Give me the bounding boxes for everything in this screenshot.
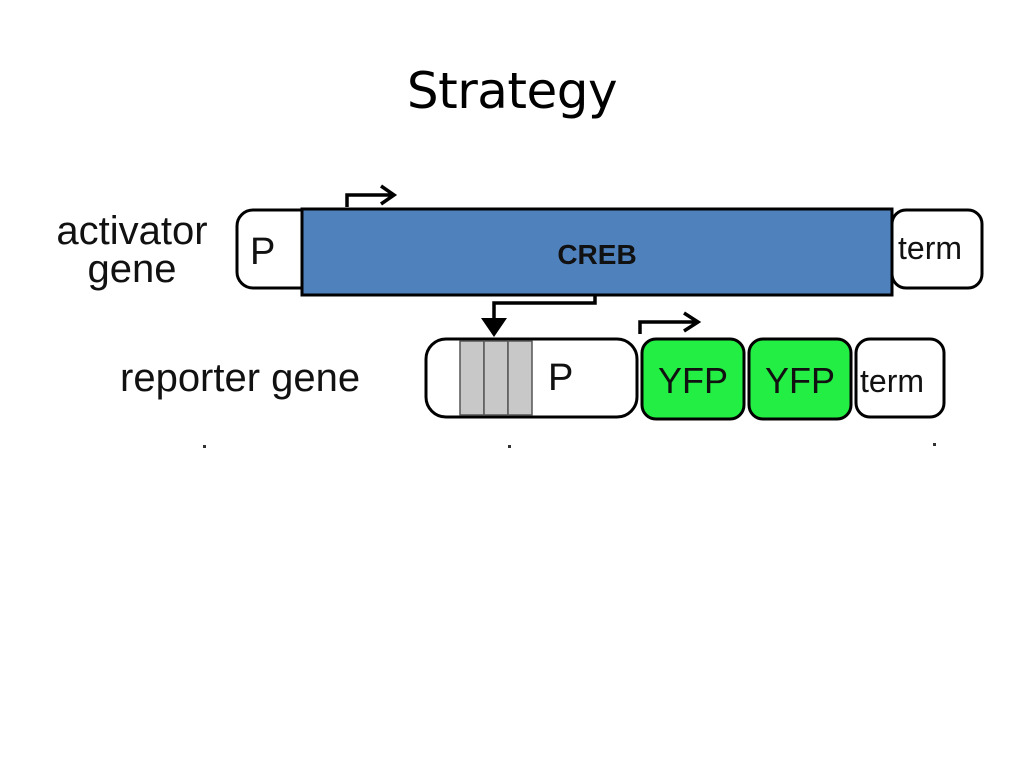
activator-label-line2: gene (87, 247, 177, 291)
activator-label-line1: activator (56, 209, 208, 253)
binding-site (483, 340, 509, 416)
yfp-gene-label: YFP (765, 360, 835, 401)
activator-transcription-arrow-icon (345, 184, 398, 207)
binding-sites (459, 340, 533, 416)
yfp-genes: YFP YFP (640, 337, 853, 421)
activator-gene-label: activator gene (42, 209, 222, 291)
reporter-gene-label: reporter gene (120, 356, 361, 400)
speck (203, 445, 206, 448)
binding-site (459, 340, 485, 416)
reporter-gene: P YFP YFP term (424, 311, 946, 421)
activation-arrow-line (492, 295, 597, 322)
binding-site (507, 340, 533, 416)
reporter-promoter-label: P (548, 357, 573, 399)
creb-label: CREB (557, 239, 636, 270)
yfp-gene-box (747, 337, 853, 421)
activator-terminator-box (890, 208, 984, 290)
speck (508, 445, 511, 448)
reporter-terminator-label: term (860, 363, 924, 399)
reporter-terminator-box (854, 337, 946, 419)
activator-promoter-label: P (250, 231, 275, 273)
yfp-gene-box (640, 337, 746, 421)
reporter-transcription-arrow-icon (638, 311, 702, 334)
slide-title: Strategy (406, 62, 618, 120)
speck (933, 443, 936, 446)
activation-arrowhead-icon (481, 318, 507, 337)
activator-terminator-label: term (898, 230, 962, 266)
yfp-gene-label: YFP (658, 360, 728, 401)
creb-coding-box (300, 207, 894, 297)
activator-gene: P CREB term (235, 184, 984, 297)
